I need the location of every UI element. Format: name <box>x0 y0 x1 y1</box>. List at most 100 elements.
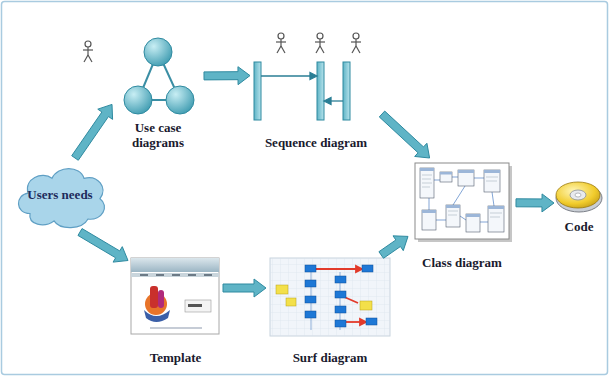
sequence-icon <box>343 62 350 120</box>
surf-diagram-image <box>305 311 316 318</box>
class-diagram-image <box>415 163 512 242</box>
surf-diagram-image <box>335 276 346 283</box>
class-diagram-image <box>422 210 436 213</box>
surf-diagram-image <box>276 285 372 310</box>
class-diagram-image <box>446 205 460 208</box>
class-diagram-image <box>458 170 474 173</box>
surf-diagram-image <box>362 265 373 272</box>
actor-icon <box>87 47 88 55</box>
surf-diagram-image <box>360 319 366 325</box>
sequence-icon <box>254 33 361 120</box>
sequence-icon <box>315 41 325 42</box>
code-disc-icon <box>570 190 586 200</box>
block-arrow <box>223 279 266 297</box>
template-image <box>144 310 170 322</box>
surf-diagram-image <box>360 301 372 310</box>
template-node: Template <box>128 255 223 365</box>
class-diagram-image <box>436 220 446 221</box>
template-image <box>150 327 202 329</box>
class-diagram-image <box>480 222 488 223</box>
template-image <box>140 274 212 276</box>
diagram-caption: Template <box>150 351 202 365</box>
class-diagram-image <box>453 186 465 205</box>
class-diagram-image <box>490 217 500 218</box>
block-arrow <box>379 236 408 258</box>
template-image <box>204 274 212 276</box>
surf-diagram-image <box>366 318 377 325</box>
class-diagram-image <box>420 168 434 171</box>
class-diagram-image <box>422 175 432 176</box>
class-diagram-image <box>446 205 460 227</box>
template-image <box>140 274 148 276</box>
sequence-icon <box>352 46 356 53</box>
sequence-icon <box>276 33 361 53</box>
class-diagram-image <box>440 172 452 182</box>
sequence-node: Sequence diagram <box>250 30 382 150</box>
template-image <box>131 258 219 272</box>
template-image <box>188 304 202 307</box>
sequence-icon <box>356 46 360 53</box>
sequence-icon <box>351 41 361 42</box>
sequence-icon <box>278 33 284 39</box>
surf-diagram-image <box>305 280 316 287</box>
diagram-caption: Use case diagrams <box>118 121 198 150</box>
surf-diagram-image <box>305 265 316 272</box>
cloud-shape <box>18 169 104 228</box>
surf-diagram-image <box>335 291 346 298</box>
code-disc-icon <box>556 182 600 208</box>
class-diagram-image <box>422 210 436 230</box>
cloud-label: Users needs <box>27 188 92 202</box>
sequence-icon <box>261 75 312 76</box>
class-diagram-image <box>415 163 509 239</box>
sequence-icon <box>254 62 261 120</box>
sequence-icon <box>317 33 323 39</box>
template-image <box>156 274 164 276</box>
block-arrow <box>72 104 113 160</box>
class-node: Class diagram <box>408 158 516 270</box>
surf-diagram-image <box>312 266 366 325</box>
surf-diagram-image <box>270 258 390 336</box>
class-diagram-image <box>434 180 440 181</box>
class-diagram-image <box>420 168 504 217</box>
sequence-icon <box>353 33 359 39</box>
class-diagram-image <box>484 170 500 192</box>
sequence-icon <box>281 46 285 53</box>
class-diagram-image <box>440 172 452 175</box>
block-arrow <box>78 229 128 263</box>
template-image <box>150 286 158 308</box>
surf-diagram-image <box>346 321 361 323</box>
surf-diagram-image <box>276 285 288 294</box>
class-diagram-image <box>488 206 504 232</box>
diagram-caption: Surf diagram <box>293 351 368 365</box>
class-diagram-image <box>448 215 457 216</box>
surf-diagram-image <box>286 298 296 306</box>
surf-diagram-image <box>270 258 390 336</box>
use-case-node: Use case diagrams <box>112 36 204 150</box>
surf-diagram-image <box>312 268 357 270</box>
template-image <box>131 258 219 334</box>
surf-node: Surf diagram <box>266 255 394 365</box>
sequence-icon <box>317 62 324 120</box>
class-diagram-image <box>422 183 432 184</box>
template-image <box>131 273 219 277</box>
surf-diagram-image <box>305 265 377 327</box>
surf-diagram-image <box>356 266 362 272</box>
use-case-icon <box>124 86 152 114</box>
class-diagram-image <box>474 178 484 179</box>
diagram-caption: Sequence diagram <box>265 136 367 150</box>
use-case-icon <box>124 38 194 114</box>
class-diagram-image <box>422 179 431 180</box>
block-arrow <box>516 194 554 212</box>
code-disc-icon <box>556 182 602 212</box>
sequence-icon <box>277 46 281 53</box>
cloud-node: Users needs <box>10 158 110 232</box>
sequence-icon <box>316 46 320 53</box>
surf-diagram-image <box>335 306 346 313</box>
template-image <box>188 274 196 276</box>
actor-icon <box>84 55 88 62</box>
sequence-icon <box>324 98 331 105</box>
diagram-caption: Class diagram <box>422 256 502 270</box>
class-diagram-image <box>466 214 480 217</box>
class-diagram-image <box>429 198 430 210</box>
